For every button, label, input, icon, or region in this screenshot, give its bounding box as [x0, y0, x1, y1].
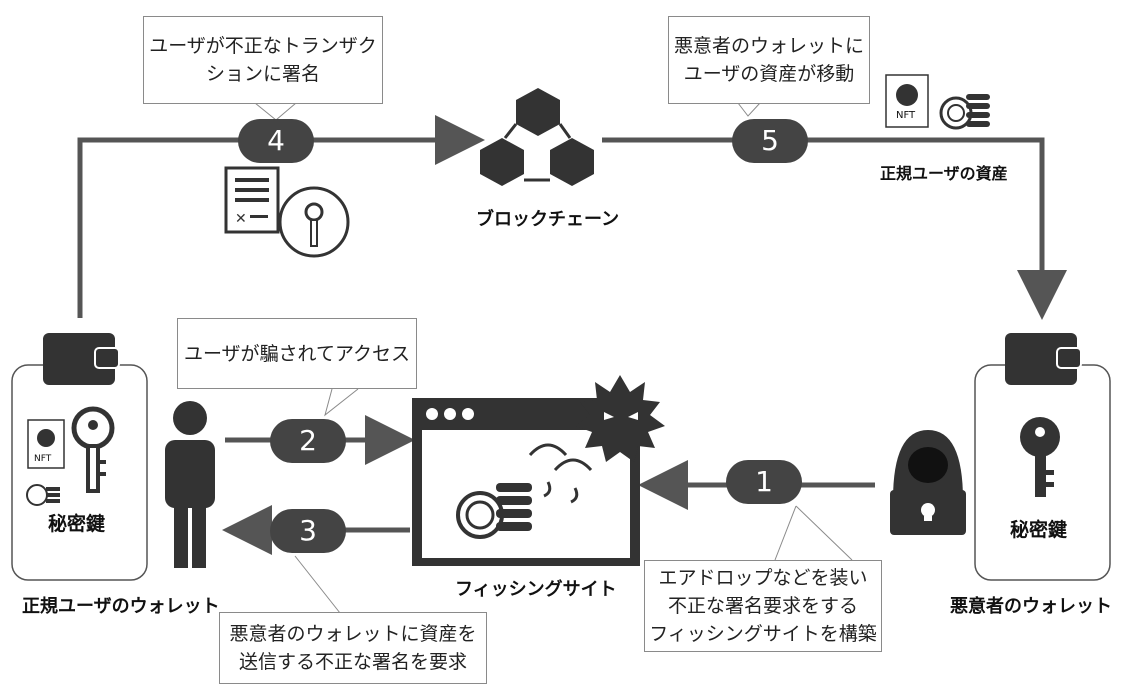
virus-icon [575, 375, 665, 462]
callout-step4: ユーザが不正なトランザク ションに署名 [143, 16, 383, 104]
callout-pointer-step2 [324, 388, 359, 417]
coin-icon [26, 484, 60, 506]
key-icon [71, 406, 115, 493]
private-key-label-user: 秘密鍵 [48, 513, 106, 535]
attacker-wallet-label: 悪意者のウォレット [950, 596, 1112, 617]
blockchain-icon [480, 88, 594, 186]
callout-pointer-step1 [774, 505, 797, 561]
flow-line-step4 [77, 115, 485, 318]
coin-icon [939, 94, 990, 130]
nft-label-top: NFT [896, 110, 916, 121]
nft-icon [885, 74, 929, 128]
user-wallet-frame [11, 364, 148, 581]
step-badge-1: 1 [726, 460, 802, 504]
private-key-label-attacker: 秘密鍵 [1010, 519, 1068, 541]
callout-pointer-step4 [254, 102, 297, 121]
wallet-icon [43, 333, 120, 385]
step-badge-5: 5 [732, 119, 808, 163]
key-icon [1020, 417, 1060, 497]
nft-label-user: NFT [34, 454, 52, 464]
person-icon [165, 401, 215, 568]
hook-icon [528, 443, 593, 504]
legit-assets-label: 正規ユーザの資産 [880, 164, 1008, 183]
callout-step2: ユーザが騙されてアクセス [177, 318, 417, 389]
blockchain-label: ブロックチェーン [476, 209, 620, 230]
callout-pointer-step3 [294, 555, 341, 614]
step-badge-4: 4 [238, 119, 314, 163]
step-badge-2: 2 [270, 419, 346, 463]
callout-step5: 悪意者のウォレットに ユーザの資産が移動 [668, 16, 870, 104]
callout-pointer-step5 [737, 102, 761, 117]
contract-icon: ✕ [224, 166, 350, 258]
callout-step3: 悪意者のウォレットに資産を 送信する不正な署名を要求 [219, 612, 487, 684]
svg-text:✕: ✕ [235, 211, 247, 227]
phishing-site-label: フィッシングサイト [455, 579, 617, 600]
hacker-icon [890, 430, 966, 535]
nft-icon [27, 419, 65, 469]
callout-step1: エアドロップなどを装い 不正な署名要求をする フィッシングサイトを構築 [644, 560, 882, 652]
user-wallet-label: 正規ユーザのウォレット [22, 596, 220, 617]
wallet-icon [1005, 333, 1082, 385]
coin-icon [456, 483, 532, 539]
step-badge-3: 3 [270, 509, 346, 553]
